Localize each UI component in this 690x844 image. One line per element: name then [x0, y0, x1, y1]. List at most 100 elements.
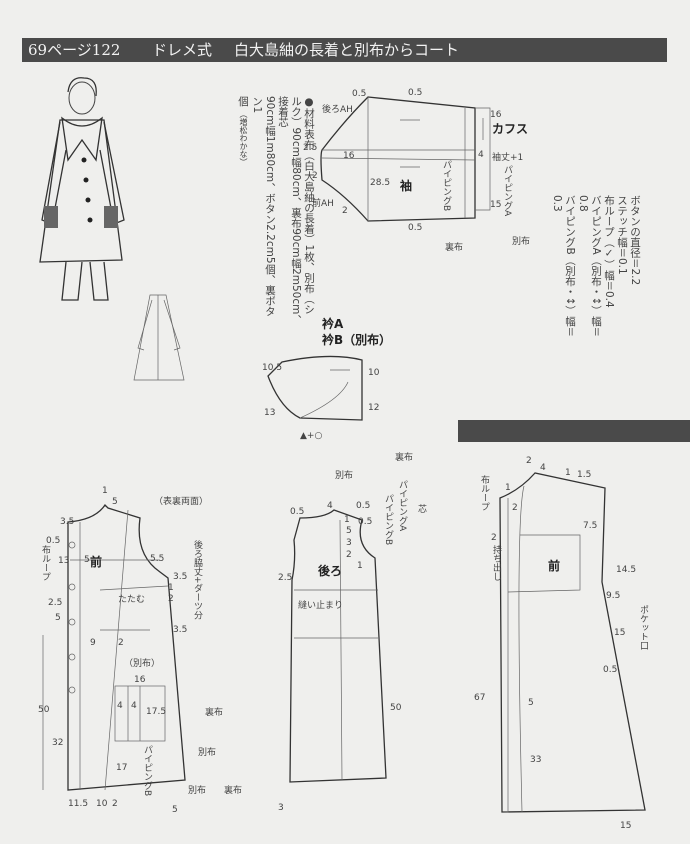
dimension-label: 裏布	[445, 241, 463, 253]
dimension-label: 5	[112, 497, 118, 507]
materials-text: ●材料表布（白大島紬の長着）1枚、別布（シ ルク）90cm幅80cm、裏布90c…	[236, 96, 315, 326]
dimension-label: 3	[278, 803, 284, 813]
dimension-label: （別布）	[124, 657, 160, 669]
dimension-label: 5	[172, 805, 178, 815]
sleeve-pattern: 後ろAH 0.5 0.5 2.5 16 2 28.5 前AH 2 0.5 16 …	[303, 88, 530, 253]
collar-pattern: 衿A 衿B（別布） 10.5 10 12 13 ▲+○	[262, 316, 391, 441]
dimension-label: 1	[168, 583, 174, 593]
piping-a-label: パイピングA	[502, 165, 512, 217]
dimension-label: 10	[96, 799, 108, 809]
note-line: 布ループ（✓）幅＝0.4	[603, 195, 615, 308]
dimension-label: 2	[118, 638, 124, 648]
dimension-label: 2	[512, 503, 518, 513]
piping-b-back-label: パイピングB	[383, 494, 393, 546]
dimension-label: 17.5	[146, 707, 166, 717]
dimension-label: 33	[530, 755, 541, 765]
dimension-label: 3.5	[60, 517, 74, 527]
dimension-label: 2	[312, 171, 318, 181]
dimension-label: 10.5	[262, 363, 282, 373]
dimension-label: 5	[346, 526, 352, 536]
dimension-label: 67	[474, 693, 485, 703]
dimension-label: 9	[90, 638, 96, 648]
note-line: バイピングA（別布・↕）幅＝0.8	[577, 195, 602, 337]
dimension-label: 5.5	[150, 554, 164, 564]
dimension-label: 7.5	[583, 521, 597, 531]
dimension-label: 32	[52, 738, 63, 748]
dimension-label: 5	[84, 555, 90, 565]
dimension-label: 2	[342, 206, 348, 216]
dimension-label: ▲+○	[300, 431, 322, 441]
front-left-pattern: 1 5 3.5 0.5 （表裏両面） 5 13 5.5 3.5 1 2 2.5 …	[38, 486, 242, 815]
extension-label: 持ち出し	[491, 545, 501, 581]
note-line: ボタンの直径＝2.2	[629, 195, 641, 286]
dimension-label: 4	[131, 701, 137, 711]
dimension-label: 16	[134, 675, 146, 685]
dimension-label: 5	[55, 613, 61, 623]
dimension-label: 前AH	[312, 197, 334, 209]
dimension-label: 13	[264, 408, 275, 418]
dimension-label: 5	[528, 698, 534, 708]
dimension-label: 袖	[400, 178, 412, 193]
materials-credit: （増松わかな）	[239, 109, 248, 166]
materials-line: 90cm幅1m80cm、ボタン2.2cm5個、裏ボタン1	[251, 96, 276, 317]
dimension-label: 15	[490, 200, 501, 210]
coat-back-illustration	[133, 294, 185, 381]
dimension-label: 14.5	[616, 565, 636, 575]
dimension-label: 別布	[198, 746, 216, 758]
dimension-label: たたむ	[118, 594, 145, 605]
dimension-label: 芯	[418, 503, 427, 515]
dimension-label: 3	[346, 538, 352, 548]
dimension-label: 2	[112, 799, 118, 809]
dimension-label: 2	[526, 456, 532, 466]
dimension-label: 4	[540, 463, 546, 473]
notes-text: ボタンの直径＝2.2 ステッチ幅＝0.1 布ループ（✓）幅＝0.4 バイピングA…	[550, 195, 641, 345]
dimension-label: 0.5	[46, 536, 60, 546]
dimension-label: 2.5	[48, 598, 62, 608]
note-line: バイピングB（別布・↕）幅＝0.3	[551, 195, 576, 338]
page-title: 白大島紬の長着と別布からコート	[234, 41, 460, 59]
piping-b-label: パイピングB	[441, 160, 451, 212]
dimension-label: 1	[102, 486, 108, 496]
dimension-label: 0.5	[408, 223, 422, 233]
dimension-label: 2	[346, 550, 352, 560]
dimension-label: 0.5	[352, 89, 366, 99]
dimension-label: 0.5	[290, 507, 304, 517]
dimension-label: 17	[116, 763, 127, 773]
dimension-label: 後ろ	[318, 563, 342, 578]
dimension-label: 0.5	[603, 665, 617, 675]
dimension-label: 後ろAH	[322, 103, 353, 115]
fabric-loop-label: 布ループ	[40, 545, 50, 581]
note-line: ステッチ幅＝0.1	[616, 195, 628, 275]
dimension-label: 1.5	[577, 470, 591, 480]
piping-b-front-label: パイピングB	[142, 745, 152, 797]
dimension-label: 裏布	[224, 784, 242, 796]
piping-a-back-label: パイピングA	[397, 480, 407, 532]
dimension-label: カフス	[492, 122, 528, 136]
materials-heading: ●材料	[303, 96, 315, 129]
dimension-label: 別布	[335, 469, 353, 481]
dimension-label: 50	[390, 703, 402, 713]
dimension-label: 0.5	[408, 88, 422, 98]
page-ref: 69ページ122	[28, 41, 121, 59]
dimension-label: 前	[90, 554, 102, 569]
dimension-label: 13	[58, 556, 69, 566]
dimension-label: 衿B（別布）	[322, 332, 391, 347]
dimension-label: 12	[368, 403, 379, 413]
dimension-label: 0.5	[358, 517, 372, 527]
dimension-label: 袖丈+1	[492, 151, 523, 163]
dimension-label: 衿A	[322, 316, 344, 331]
dimension-label: 16	[490, 110, 502, 120]
dimension-label: 4	[117, 701, 123, 711]
dimension-label: 縫い止まり	[298, 599, 343, 611]
dimension-label: 4	[327, 501, 333, 511]
dimension-label: 9.5	[606, 591, 620, 601]
dimension-label: （表裏両面）	[154, 495, 208, 507]
materials-line: 表布（白大島紬の長着）1枚、別布（シ	[303, 129, 315, 315]
section-band	[458, 420, 690, 442]
dimension-label: 1	[357, 561, 363, 571]
pocket-opening-label: ポケット口	[638, 605, 648, 650]
dimension-label: 2	[491, 533, 497, 543]
dimension-label: 2.5	[303, 143, 317, 153]
materials-line: ルク）90cm幅80cm、裏布90cm幅2m50cm、接着芯	[277, 96, 302, 325]
pattern-type: ドレメ式	[152, 41, 213, 59]
